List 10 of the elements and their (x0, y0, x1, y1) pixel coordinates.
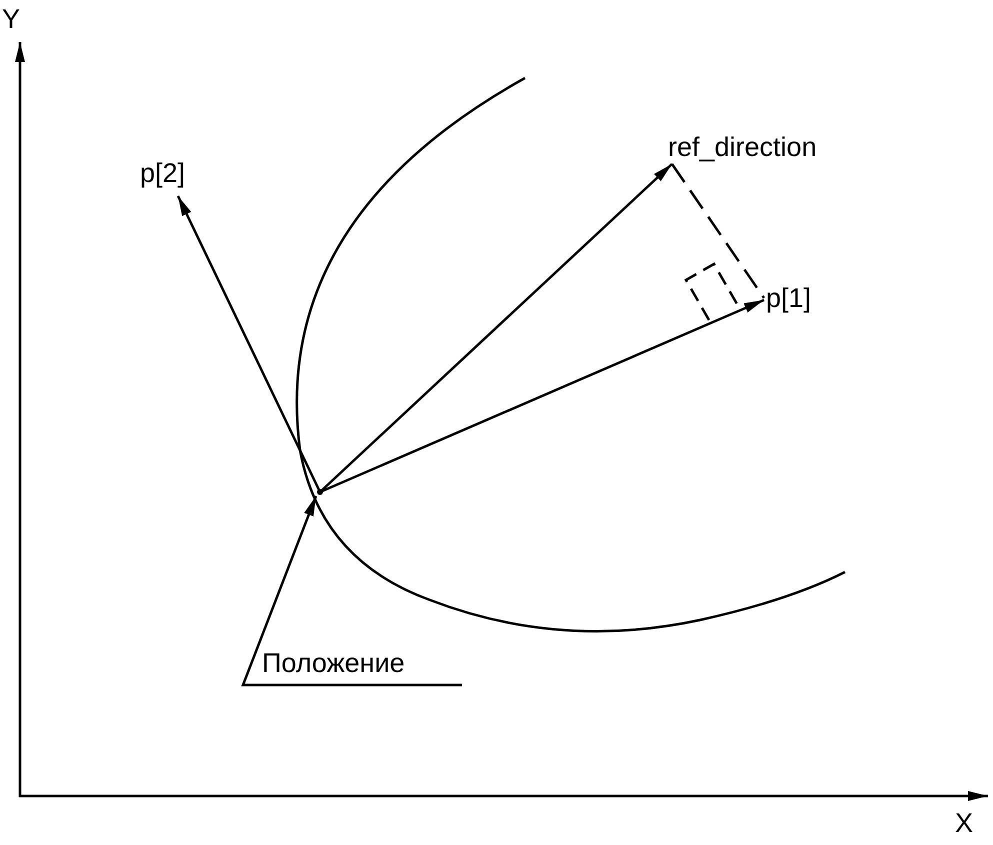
vector-label: p[2] (140, 158, 186, 188)
leader-text: Положение (262, 648, 405, 678)
vector-arrow (320, 298, 764, 494)
axis-label: Y (2, 4, 20, 34)
axis-label: X (955, 808, 974, 838)
dashed-line (670, 163, 766, 299)
curve-point (317, 489, 323, 495)
leader-line (241, 496, 462, 686)
vector-label: ref_direction (668, 132, 817, 162)
vector-label: p[1] (766, 283, 812, 313)
